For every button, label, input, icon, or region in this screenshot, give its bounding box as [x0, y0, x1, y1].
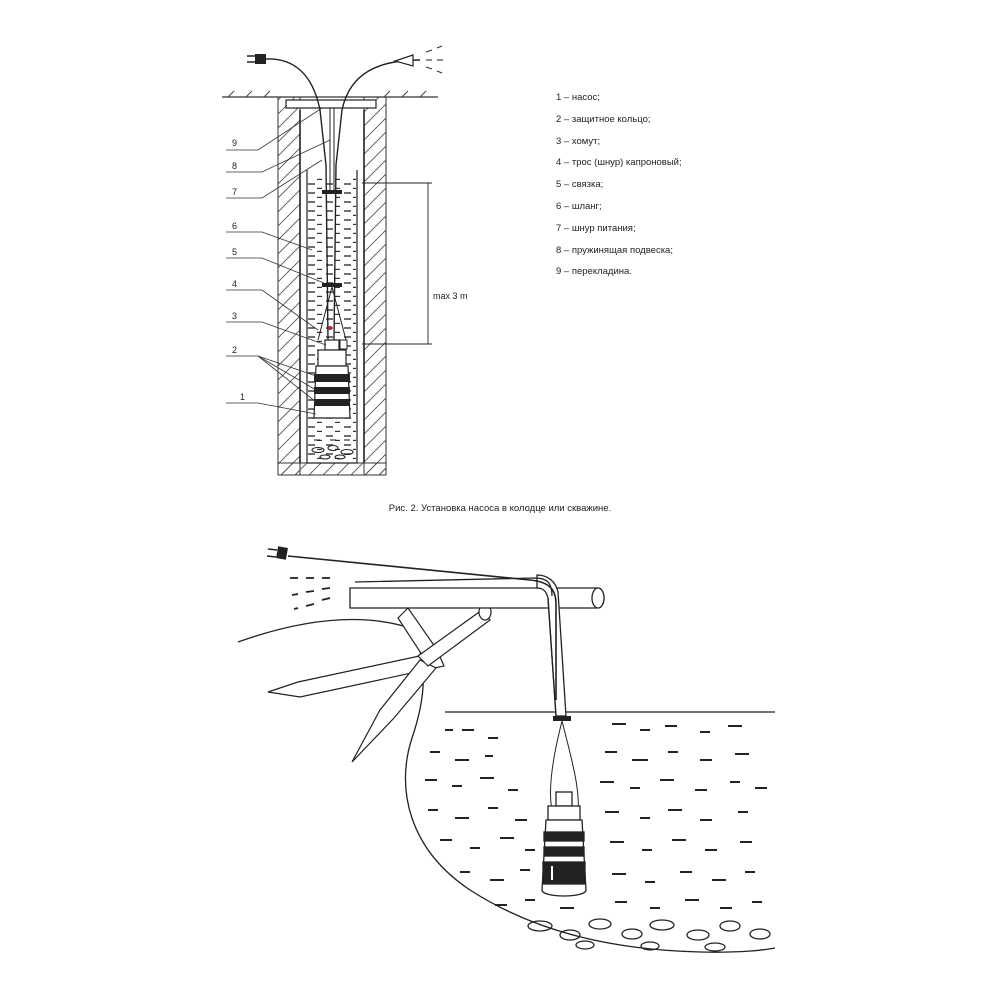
legend-item: 7 – шнур питания; [556, 222, 636, 234]
callout-9: 9 [232, 138, 237, 148]
callout-2: 2 [232, 345, 237, 355]
legend-item: 1 – насос; [556, 92, 600, 103]
well-casing [299, 110, 365, 464]
pond-water [425, 723, 767, 909]
callout-6: 6 [232, 221, 237, 231]
stake-crossing [397, 603, 492, 667]
protective-ring [314, 374, 350, 382]
legend-item: 6 – шланг; [556, 200, 602, 212]
spring-suspension [329, 108, 335, 190]
depth-dimension [362, 182, 432, 345]
legend-item: 8 – пружинящая подвеска; [556, 244, 673, 256]
depth-label: max 3 m [433, 291, 468, 301]
leader-lines [226, 107, 331, 415]
legend-item: 2 – защитное кольцо; [556, 113, 651, 125]
gravel [311, 439, 354, 460]
callout-3: 3 [232, 311, 237, 321]
pond-pebbles [527, 918, 771, 952]
wooden-stake-right [351, 659, 437, 763]
pond-bank [237, 618, 776, 953]
support-pipe [349, 587, 605, 609]
callout-1: 1 [240, 392, 245, 402]
ground-surface [222, 90, 438, 98]
legend-item: 9 – перекладина. [556, 266, 632, 278]
legend: 1 – насос; 2 – защитное кольцо; 3 – хому… [556, 92, 682, 288]
nylon-rope [317, 286, 347, 341]
hose [354, 577, 553, 597]
pump [313, 339, 351, 419]
crossbar [285, 99, 377, 109]
callout-5: 5 [232, 247, 237, 257]
figure-caption: Рис. 2. Установка насоса в колодце или с… [388, 503, 612, 514]
power-plug-icon [247, 54, 266, 64]
callout-7: 7 [232, 187, 237, 197]
tie-band [553, 716, 571, 721]
legend-item: 4 – трос (шнур) капроновый; [556, 157, 682, 169]
power-cord [265, 58, 329, 341]
legend-item: 5 – связка; [556, 179, 604, 191]
water-spray-icon [290, 577, 331, 610]
wooden-stake-left [267, 651, 445, 698]
callout-4: 4 [232, 279, 237, 289]
submerged-pump [541, 791, 587, 897]
power-plug-icon [266, 546, 288, 560]
tie-middle [322, 283, 342, 287]
water-spray-icon [425, 45, 443, 74]
nylon-rope [550, 720, 579, 811]
callout-8: 8 [232, 161, 237, 171]
tie-upper [322, 190, 342, 194]
legend-item: 3 – хомут; [556, 135, 601, 147]
